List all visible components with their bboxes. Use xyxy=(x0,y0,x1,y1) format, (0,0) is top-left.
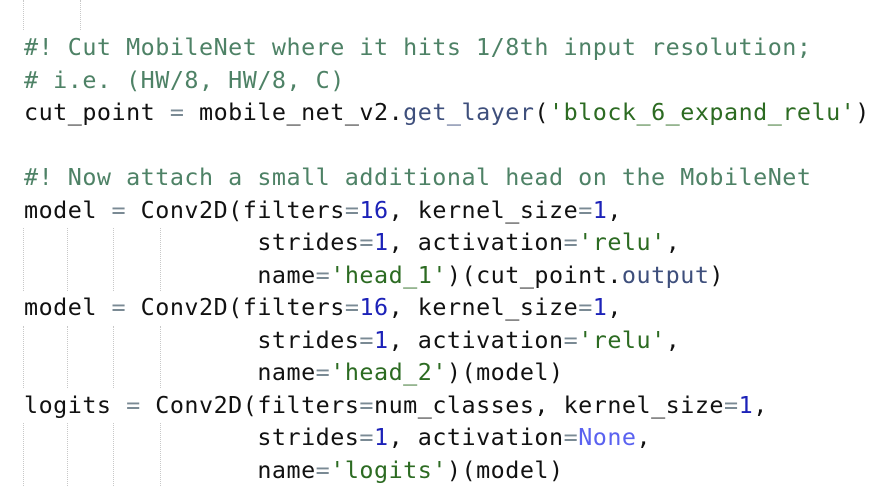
code-token-plain: name xyxy=(24,456,316,484)
code-token-number: 1 xyxy=(374,423,389,451)
code-token-number: 16 xyxy=(359,196,389,224)
code-token-plain: strides xyxy=(24,423,360,451)
code-token-plain: )(model) xyxy=(446,456,564,484)
code-token-const: None xyxy=(578,423,637,451)
code-token-op: = xyxy=(359,326,374,354)
code-token-plain: logits xyxy=(24,391,127,419)
code-token-op: = xyxy=(315,358,331,386)
code-token-op: = xyxy=(315,261,331,289)
code-token-plain: ) xyxy=(709,261,725,289)
code-token-number: 1 xyxy=(592,196,608,224)
code-token-plain: strides xyxy=(24,228,360,256)
code-token-plain: , xyxy=(665,228,681,256)
code-token-plain: , xyxy=(607,196,622,224)
code-token-op: = xyxy=(724,391,739,419)
code-token-plain: Conv2D(filters xyxy=(126,196,345,224)
code-token-plain: name xyxy=(24,358,316,386)
code-line[interactable]: model = Conv2D(filters=16, kernel_size=1… xyxy=(24,194,622,226)
code-token-op: = xyxy=(359,423,374,451)
code-token-op: = xyxy=(359,228,374,256)
indent-guide xyxy=(67,228,68,291)
code-line[interactable]: # i.e. (HW/8, HW/8, C) xyxy=(24,64,345,96)
code-token-plain: , xyxy=(753,391,768,419)
code-token-plain: Conv2D(filters xyxy=(140,391,360,419)
code-token-op: = xyxy=(563,228,579,256)
indent-guide xyxy=(160,228,161,291)
indent-guide xyxy=(67,326,68,388)
code-line[interactable]: #! Cut MobileNet where it hits 1/8th inp… xyxy=(24,31,811,63)
code-token-number: 1 xyxy=(374,228,389,256)
code-token-op: = xyxy=(126,391,141,419)
code-token-plain: num_classes, kernel_size xyxy=(374,391,724,419)
indent-guide xyxy=(23,326,24,388)
code-token-plain: model xyxy=(24,293,112,321)
indent-guide xyxy=(80,0,81,30)
code-token-plain: , kernel_size xyxy=(388,196,579,224)
code-token-plain: strides xyxy=(24,326,360,354)
code-token-string: 'relu' xyxy=(578,228,666,256)
code-line[interactable]: name='logits')(model) xyxy=(24,454,564,486)
indent-guide xyxy=(23,0,24,30)
code-token-string: 'relu' xyxy=(578,326,666,354)
code-token-plain: , xyxy=(607,293,622,321)
code-token-op: = xyxy=(359,391,375,419)
indent-guide xyxy=(67,423,68,486)
code-token-op: = xyxy=(578,196,593,224)
indent-guide xyxy=(113,423,114,486)
code-token-plain: , activation xyxy=(388,228,564,256)
indent-guide xyxy=(113,326,114,388)
indent-guide xyxy=(160,423,161,486)
code-token-string: 'head_2' xyxy=(330,358,447,386)
code-line[interactable]: strides=1, activation='relu', xyxy=(24,226,680,258)
indent-guide xyxy=(160,326,161,388)
code-token-op: = xyxy=(563,326,579,354)
code-token-op: = xyxy=(111,293,127,321)
code-token-op: = xyxy=(111,196,127,224)
code-line[interactable]: logits = Conv2D(filters=num_classes, ker… xyxy=(24,389,768,421)
code-token-plain: , xyxy=(636,423,652,451)
code-token-string: 'head_1' xyxy=(330,261,447,289)
code-token-plain: )(cut_point. xyxy=(446,261,622,289)
code-token-string: 'block_6_expand_relu' xyxy=(549,98,856,126)
code-token-op: = xyxy=(344,196,360,224)
indent-guide xyxy=(23,423,24,486)
code-token-op: = xyxy=(169,98,185,126)
code-token-plain: ) xyxy=(855,98,870,126)
code-token-op: = xyxy=(563,423,579,451)
code-token-plain: )(model) xyxy=(446,358,564,386)
code-token-method: get_layer xyxy=(403,98,535,126)
code-line[interactable]: name='head_1')(cut_point.output) xyxy=(24,259,724,291)
code-token-plain: ( xyxy=(534,98,550,126)
code-token-op: = xyxy=(578,293,593,321)
code-token-plain: cut_point xyxy=(24,98,170,126)
code-line[interactable]: #! Now attach a small additional head on… xyxy=(24,161,811,193)
code-token-plain: mobile_net_v2. xyxy=(184,98,404,126)
code-line[interactable]: model = Conv2D(filters=16, kernel_size=1… xyxy=(24,291,622,323)
code-line[interactable]: cut_point = mobile_net_v2.get_layer('blo… xyxy=(24,96,870,128)
indent-guide xyxy=(113,228,114,291)
code-token-string: 'logits' xyxy=(330,456,447,484)
code-token-number: 1 xyxy=(738,391,754,419)
code-token-comment: #! Now attach a small additional head on… xyxy=(24,163,812,191)
code-token-plain: model xyxy=(24,196,112,224)
code-token-plain: , activation xyxy=(388,423,564,451)
code-line[interactable]: strides=1, activation='relu', xyxy=(24,324,680,356)
code-token-op: = xyxy=(315,456,331,484)
code-line[interactable]: strides=1, activation=None, xyxy=(24,421,651,453)
code-token-method: output xyxy=(621,261,710,289)
code-token-comment: # i.e. (HW/8, HW/8, C) xyxy=(24,66,345,94)
code-token-plain: , xyxy=(665,326,681,354)
code-token-plain: name xyxy=(24,261,316,289)
code-token-plain: , activation xyxy=(388,326,564,354)
code-token-number: 16 xyxy=(359,293,389,321)
code-token-number: 1 xyxy=(374,326,389,354)
code-token-number: 1 xyxy=(592,293,608,321)
code-token-op: = xyxy=(344,293,360,321)
code-token-plain: Conv2D(filters xyxy=(126,293,345,321)
code-token-comment: #! Cut MobileNet where it hits 1/8th inp… xyxy=(24,33,812,61)
code-line[interactable]: name='head_2')(model) xyxy=(24,356,564,388)
indent-guide xyxy=(23,228,24,291)
code-token-plain: , kernel_size xyxy=(388,293,579,321)
